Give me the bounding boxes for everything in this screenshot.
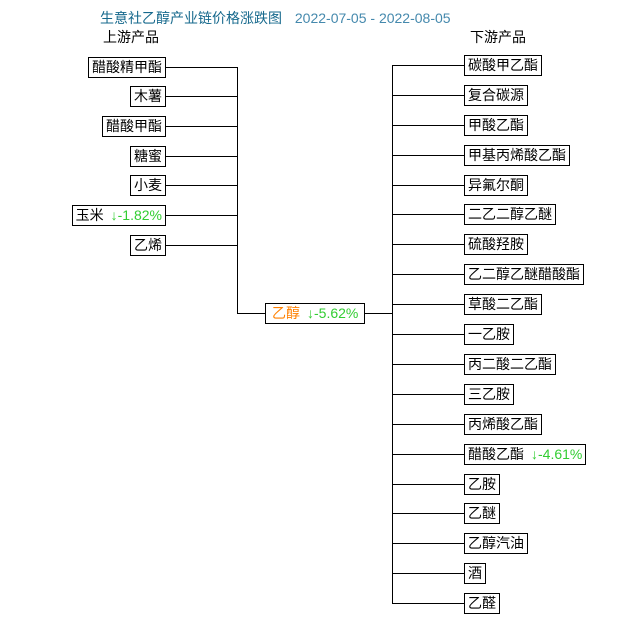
node-label: 乙醇汽油 [468, 535, 524, 551]
upstream-node: 木薯 [130, 86, 166, 107]
connector-line [166, 185, 238, 186]
upstream-node: 醋酸精甲酯 [88, 57, 166, 78]
connector-line [392, 214, 464, 215]
downstream-node: 三乙胺 [464, 384, 514, 405]
connector-line [364, 313, 393, 314]
upstream-trunk-line [237, 67, 238, 314]
downstream-node: 硫酸羟胺 [464, 234, 528, 255]
connector-line [392, 274, 464, 275]
node-label: 乙二醇乙醚醋酸酯 [468, 266, 580, 282]
downstream-node: 酒 [464, 563, 486, 584]
connector-line [392, 185, 464, 186]
node-label: 丙二酸二乙酯 [468, 356, 552, 372]
price-change-value: ↓-5.62% [307, 305, 359, 321]
upstream-header: 上游产品 [103, 29, 159, 45]
upstream-node: 糖蜜 [130, 146, 166, 167]
downstream-node: 乙二醇乙醚醋酸酯 [464, 264, 584, 285]
node-label: 乙烯 [134, 237, 162, 253]
upstream-node-corn: 玉米 ↓-1.82% [71, 205, 166, 226]
node-label: 草酸二乙酯 [468, 296, 538, 312]
node-label: 玉米 [75, 207, 104, 223]
connector-line [392, 484, 464, 485]
node-label: 一乙胺 [468, 326, 510, 342]
price-change-value: ↓-1.82% [110, 207, 162, 223]
connector-line [166, 126, 238, 127]
node-label: 复合碳源 [468, 87, 524, 103]
node-label: 丙烯酸乙酯 [468, 416, 538, 432]
downstream-node: 丙二酸二乙酯 [464, 354, 556, 375]
connector-line [166, 67, 238, 68]
connector-line [392, 65, 464, 66]
downstream-node: 碳酸甲乙酯 [464, 55, 542, 76]
title-date-range: 2022-07-05 - 2022-08-05 [294, 10, 451, 26]
node-label: 异氟尔酮 [468, 177, 524, 193]
downstream-node: 乙醇汽油 [464, 533, 528, 554]
connector-line [166, 215, 238, 216]
upstream-node: 乙烯 [130, 235, 166, 256]
upstream-node: 醋酸甲酯 [102, 116, 166, 137]
upstream-node: 小麦 [130, 175, 166, 196]
node-label: 酒 [468, 565, 482, 581]
connector-line [392, 454, 464, 455]
downstream-node: 二乙二醇乙醚 [464, 204, 556, 225]
node-label: 醋酸甲酯 [106, 118, 162, 134]
connector-line [392, 573, 464, 574]
connector-line [392, 424, 464, 425]
node-label: 糖蜜 [134, 148, 162, 164]
node-label: 小麦 [134, 177, 162, 193]
ethanol-center-node: 乙醇 ↓-5.62% [265, 303, 365, 324]
node-label: 乙醇 [272, 305, 300, 321]
downstream-node: 草酸二乙酯 [464, 294, 542, 315]
connector-line [392, 95, 464, 96]
connector-line [392, 364, 464, 365]
node-label: 醋酸乙酯 [468, 446, 524, 462]
connector-line [392, 334, 464, 335]
downstream-node: 一乙胺 [464, 324, 514, 345]
connector-line [392, 543, 464, 544]
connector-line [392, 513, 464, 514]
downstream-node: 乙醛 [464, 593, 500, 614]
downstream-node: 甲基丙烯酸乙酯 [464, 145, 570, 166]
price-change-value: ↓-4.61% [531, 446, 583, 462]
connector-line [392, 244, 464, 245]
title-text: 生意社乙醇产业链价格涨跌图 [100, 10, 282, 26]
downstream-node: 乙胺 [464, 474, 500, 495]
downstream-header: 下游产品 [470, 29, 526, 45]
connector-line [237, 313, 266, 314]
node-label: 甲基丙烯酸乙酯 [468, 147, 566, 163]
connector-line [166, 245, 238, 246]
node-label: 乙胺 [468, 476, 496, 492]
downstream-node: 丙烯酸乙酯 [464, 414, 542, 435]
connector-line [392, 394, 464, 395]
node-label: 醋酸精甲酯 [92, 59, 162, 75]
downstream-node: 异氟尔酮 [464, 175, 528, 196]
node-label: 木薯 [134, 88, 162, 104]
downstream-node-ethyl-acetate: 醋酸乙酯 ↓-4.61% [464, 444, 587, 465]
connector-line [392, 304, 464, 305]
downstream-node: 复合碳源 [464, 85, 528, 106]
downstream-node: 甲酸乙酯 [464, 115, 528, 136]
node-label: 乙醛 [468, 595, 496, 611]
node-label: 硫酸羟胺 [468, 236, 524, 252]
connector-line [392, 125, 464, 126]
node-label: 碳酸甲乙酯 [468, 57, 538, 73]
connector-line [166, 156, 238, 157]
node-label: 甲酸乙酯 [468, 117, 524, 133]
connector-line [392, 155, 464, 156]
downstream-node: 乙醚 [464, 503, 500, 524]
connector-line [392, 603, 464, 604]
node-label: 二乙二醇乙醚 [468, 206, 552, 222]
diagram-title: 生意社乙醇产业链价格涨跌图 2022-07-05 - 2022-08-05 [100, 8, 451, 28]
connector-line [166, 96, 238, 97]
node-label: 乙醚 [468, 505, 496, 521]
node-label: 三乙胺 [468, 386, 510, 402]
